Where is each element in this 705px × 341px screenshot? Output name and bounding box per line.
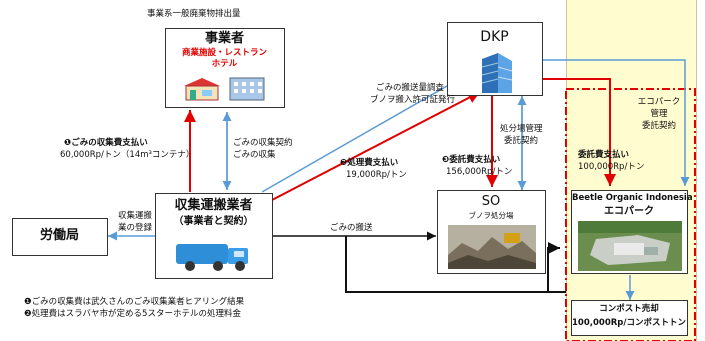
contract-collect-2: ごみの収集 (233, 150, 276, 160)
so-sub: ブノヲ処分場 (468, 211, 514, 220)
footnote-2: ❷処理費はスラバヤ市が定める5スターホテルの処理料金 (24, 309, 241, 319)
business-sub2: ホテル (211, 59, 238, 69)
ecopark-yellow-panel (566, 0, 697, 341)
ecopark-mgmt-1: エコパーク (637, 97, 681, 107)
business-title: 事業者 (204, 31, 244, 46)
arrow-survey (261, 69, 476, 193)
mgmt-1: 処分場管理 (500, 124, 543, 134)
hotel-icon (229, 77, 265, 101)
transport-label: ごみの搬送 (330, 223, 373, 233)
so-box: SO ブノヲ処分場 (437, 190, 546, 274)
consign-pay-title: 委託費支払い (578, 150, 630, 160)
arrow-consign-pay (543, 78, 616, 186)
pay2-amount: 19,000Rp/トン (346, 170, 407, 180)
register-2: 業の登録 (118, 223, 153, 233)
footnote-1: ❶ごみの収集費は武久さんのごみ収集業者ヒアリング結果 (24, 297, 245, 307)
collector-sub: （事業者と契約） (173, 216, 254, 227)
header-label: 事業系一般廃棄物排出量 (147, 9, 241, 19)
arrow-pay2 (271, 91, 481, 201)
compost-box: コンポスト売却 100,000Rp/コンポストトン (571, 300, 688, 336)
register-1: 収集運搬 (118, 211, 153, 221)
dkp-box: DKP (447, 22, 543, 96)
survey-2: ブノヲ搬入許可証発行 (370, 95, 456, 105)
shop-icon (184, 77, 265, 101)
labor-office-box: 労働局 (12, 218, 108, 256)
labor-office-title: 労働局 (39, 228, 79, 243)
pay1-title: ❶ごみの収集費支払い (64, 138, 148, 148)
ecopark-box: Beetle Organic Indonesia エコパーク (571, 190, 693, 274)
compost-line1: コンポスト売却 (599, 304, 659, 314)
landfill-photo (448, 225, 536, 269)
ecopark-mgmt-2: 管理 (650, 109, 668, 119)
pay1-amount: 60,000Rp/トン（14m³コンテナ） (60, 150, 195, 160)
ecopark-mgmt-3: 委託契約 (641, 121, 676, 131)
mgmt-2: 委託契約 (504, 136, 539, 146)
so-title: SO (481, 194, 501, 209)
survey-1: ごみの搬送量調査 (376, 83, 445, 93)
pay3-title: ❸委託費支払い (442, 155, 501, 165)
pay2-title: ❷処理費支払い (340, 158, 399, 168)
ecopark-line2: エコパーク (604, 206, 654, 217)
business-box: 事業者 商業施設・レストラン ホテル (165, 28, 285, 108)
ecopark-aerial-photo (578, 221, 682, 271)
contract-collect-1: ごみの収集契約 (233, 138, 293, 148)
garbage-truck-icon (176, 244, 248, 271)
arrow-ecopark-mgmt (543, 59, 690, 186)
business-sub1: 商業施設・レストラン (181, 48, 267, 58)
collector-title: 収集運搬業者 (174, 198, 253, 213)
compost-line2: 100,000Rp/コンポストトン (572, 318, 686, 328)
dkp-title: DKP (480, 29, 509, 45)
building-icon (481, 53, 513, 93)
consign-pay-amount: 100,000Rp/トン (578, 162, 645, 172)
collector-box: 収集運搬業者 （事業者と契約） (155, 193, 273, 279)
pay3-amount: 156,000Rp/トン (446, 167, 513, 177)
ecopark-frame (565, 88, 696, 341)
ecopark-line1: Beetle Organic Indonesia (572, 193, 693, 203)
